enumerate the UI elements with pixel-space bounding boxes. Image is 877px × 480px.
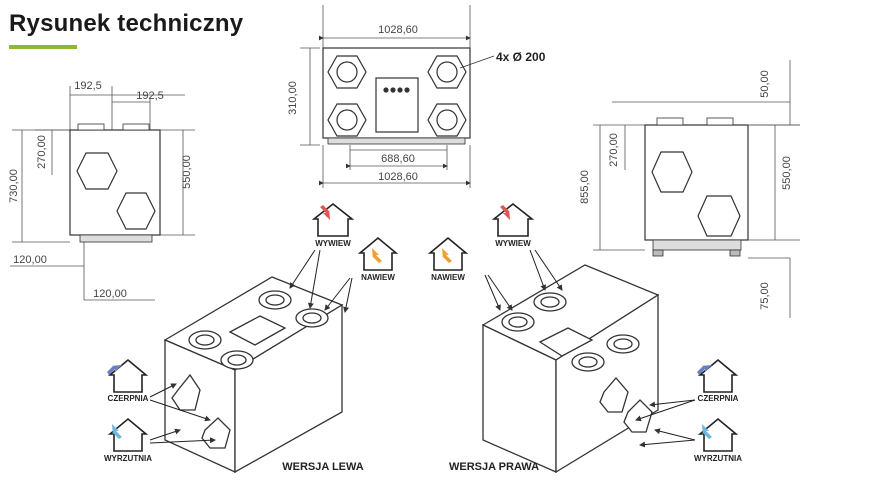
page-title: Rysunek techniczny xyxy=(9,10,244,37)
pointer-lines xyxy=(149,249,696,448)
right-dim-bottom: 75,00 xyxy=(759,282,771,310)
top-width-bottom: 1028,60 xyxy=(378,171,418,183)
left-dim-b: 192,5 xyxy=(136,90,164,102)
version-left-label: WERSJA LEWA xyxy=(282,461,364,473)
right-height-right: 550,00 xyxy=(781,156,793,190)
label-wywiew-left: WYWIEW xyxy=(315,239,351,248)
right-dim-top: 50,00 xyxy=(759,70,771,98)
right-height-total: 855,00 xyxy=(579,170,591,204)
top-height-left: 310,00 xyxy=(287,81,299,115)
iso-left-unit xyxy=(163,276,344,474)
label-wywiew-right: WYWIEW xyxy=(495,239,531,248)
label-czerpnia-right: CZERPNIA xyxy=(698,394,739,403)
left-dim-a: 192,5 xyxy=(74,80,102,92)
version-right-label: WERSJA PRAWA xyxy=(449,461,539,473)
top-inner-width: 688,60 xyxy=(381,153,415,165)
label-wyrzutnia-left: WYRZUTNIA xyxy=(104,454,152,463)
left-height-right: 550,00 xyxy=(181,155,193,189)
left-offset-1: 120,00 xyxy=(13,254,47,266)
right-height-upper: 270,00 xyxy=(608,133,620,167)
label-czerpnia-left: CZERPNIA xyxy=(108,394,149,403)
left-offset-2: 120,00 xyxy=(93,288,127,300)
title-underline xyxy=(9,45,77,49)
left-height-total: 730,00 xyxy=(8,169,20,203)
top-width-top: 1028,60 xyxy=(378,24,418,36)
top-view xyxy=(300,5,495,188)
airflow-arrows xyxy=(107,205,712,439)
spigot-note: 4x Ø 200 xyxy=(496,50,546,64)
label-nawiew-right: NAWIEW xyxy=(431,273,465,282)
iso-right-unit xyxy=(481,264,660,474)
right-view xyxy=(593,60,800,318)
left-height-upper: 270,00 xyxy=(36,135,48,169)
label-nawiew-left: NAWIEW xyxy=(361,273,395,282)
label-wyrzutnia-right: WYRZUTNIA xyxy=(694,454,742,463)
left-view xyxy=(10,86,195,301)
